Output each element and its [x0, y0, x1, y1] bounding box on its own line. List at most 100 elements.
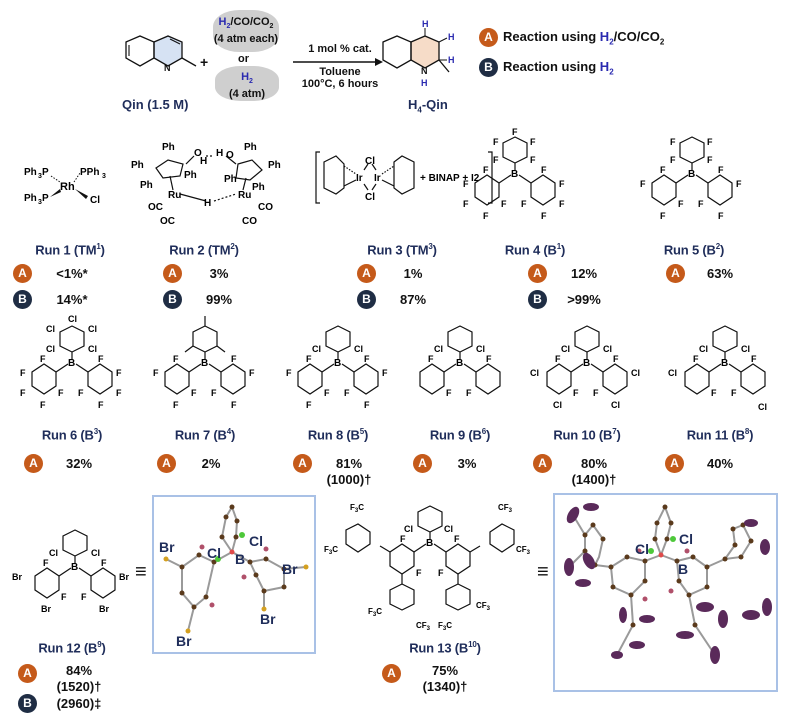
xray-structure-run12: Cl Cl B Br Br Br Br	[152, 495, 316, 654]
svg-text:F: F	[693, 354, 699, 364]
svg-text:Ph: Ph	[252, 182, 265, 193]
gas-cloud-2-pressure: (4 atm)	[228, 88, 266, 101]
arrow-conditions: 100°C, 6 hours	[301, 78, 379, 90]
svg-text:F: F	[501, 199, 507, 209]
svg-text:F3C: F3C	[438, 621, 452, 632]
equiv-symbol-run13: ≡	[537, 561, 549, 583]
svg-text:F: F	[640, 179, 646, 189]
run-4-badge-b: B	[528, 290, 547, 309]
run-4-label: Run 4 (B1)	[504, 242, 566, 258]
run13-ortep	[564, 503, 772, 664]
svg-text:B: B	[334, 358, 341, 369]
svg-text:F: F	[153, 368, 159, 378]
svg-text:Cl: Cl	[603, 344, 612, 354]
svg-text:Cl: Cl	[444, 524, 453, 534]
run-13-badge-a: A	[382, 664, 401, 683]
svg-text:F: F	[116, 388, 122, 398]
svg-text:H: H	[204, 198, 211, 209]
run-11-label: Run 11 (B8)	[686, 427, 754, 443]
run-9-badge-a: A	[413, 454, 432, 473]
plus-sign: +	[200, 54, 209, 70]
xray12-br-3: Br	[260, 611, 276, 627]
xray12-b: B	[235, 551, 246, 567]
svg-text:F: F	[231, 400, 237, 410]
svg-text:Cl: Cl	[404, 524, 413, 534]
product-label: H4-Qin	[408, 97, 448, 115]
xray13-b: B	[678, 561, 689, 577]
svg-text:H: H	[422, 19, 429, 29]
run-12-badge-b: B	[18, 694, 37, 713]
run-6-badge-a: A	[24, 454, 43, 473]
svg-text:F: F	[559, 179, 565, 189]
svg-text:F: F	[20, 388, 26, 398]
svg-text:F: F	[483, 211, 489, 221]
run-2-badge-b: B	[163, 290, 182, 309]
run-5-yield-a: 63%	[706, 266, 734, 281]
svg-text:F: F	[211, 388, 217, 398]
equiv-symbol-run12: ≡	[135, 561, 147, 583]
svg-text:Cl: Cl	[668, 368, 677, 378]
svg-text:Cl: Cl	[434, 344, 443, 354]
svg-text:F: F	[173, 400, 179, 410]
run2-structure: Ph Ph Ph Ph O H H O Ph Ph Ph Ph Ru H Ru …	[131, 142, 281, 227]
run-13-label: Run 13 (B10)	[409, 640, 481, 656]
svg-text:Rh: Rh	[60, 181, 75, 193]
run-1-label: Run 1 (TM1)	[35, 242, 105, 258]
svg-text:Ir: Ir	[374, 173, 381, 184]
svg-text:F: F	[670, 155, 676, 165]
svg-text:B: B	[68, 358, 75, 369]
run-1-yield-a: <1%*	[56, 266, 88, 281]
svg-text:F3C: F3C	[324, 545, 338, 556]
run-3-yield-a: 1%	[403, 266, 423, 281]
svg-text:Ph: Ph	[268, 160, 281, 171]
svg-text:F: F	[78, 388, 84, 398]
svg-text:F: F	[40, 400, 46, 410]
svg-text:P: P	[42, 193, 49, 204]
svg-text:F: F	[249, 368, 255, 378]
svg-text:B: B	[426, 538, 433, 549]
svg-text:Cl: Cl	[49, 548, 58, 558]
svg-text:F: F	[344, 388, 350, 398]
svg-text:Cl: Cl	[365, 192, 375, 203]
svg-text:Cl: Cl	[758, 402, 767, 412]
xray-structure-run13: Cl Cl B	[553, 493, 778, 692]
svg-text:Ph: Ph	[140, 180, 153, 191]
svg-text:F3C: F3C	[350, 503, 364, 514]
run-11-badge-a: A	[665, 454, 684, 473]
svg-text:Ph: Ph	[24, 193, 37, 204]
svg-text:O: O	[226, 150, 234, 161]
svg-text:Br: Br	[12, 572, 22, 582]
svg-text:F: F	[306, 400, 312, 410]
svg-text:3: 3	[38, 199, 42, 206]
svg-text:3: 3	[102, 173, 106, 180]
run-12-ton-a: (1520)†	[56, 679, 102, 694]
xray12-br-2: Br	[282, 561, 298, 577]
svg-text:Ph: Ph	[244, 142, 257, 153]
svg-text:F: F	[486, 354, 492, 364]
svg-text:F: F	[98, 400, 104, 410]
svg-text:F: F	[416, 568, 422, 578]
svg-text:F: F	[736, 179, 742, 189]
svg-text:F: F	[541, 165, 547, 175]
svg-text:Cl: Cl	[631, 368, 640, 378]
run-3-label: Run 3 (TM3)	[367, 242, 437, 258]
svg-text:F: F	[593, 388, 599, 398]
run-13-ton-a: (1340)†	[422, 679, 468, 694]
xray13-cl-1: Cl	[679, 531, 693, 547]
run-12-badge-a: A	[18, 664, 37, 683]
run-5-label: Run 5 (B2)	[663, 242, 725, 258]
svg-text:Ru: Ru	[168, 190, 181, 201]
run3-structure: Ir Ir Cl Cl + BINAP + I2	[315, 151, 493, 204]
svg-text:F: F	[116, 368, 122, 378]
svg-text:F: F	[718, 211, 724, 221]
svg-text:F: F	[446, 388, 452, 398]
svg-text:Cl: Cl	[553, 400, 562, 410]
svg-text:Cl: Cl	[91, 548, 100, 558]
svg-text:F: F	[541, 211, 547, 221]
svg-text:F: F	[58, 388, 64, 398]
run-2-badge-a: A	[163, 264, 182, 283]
legend-badge-a: A	[479, 28, 498, 47]
svg-text:F: F	[660, 211, 666, 221]
